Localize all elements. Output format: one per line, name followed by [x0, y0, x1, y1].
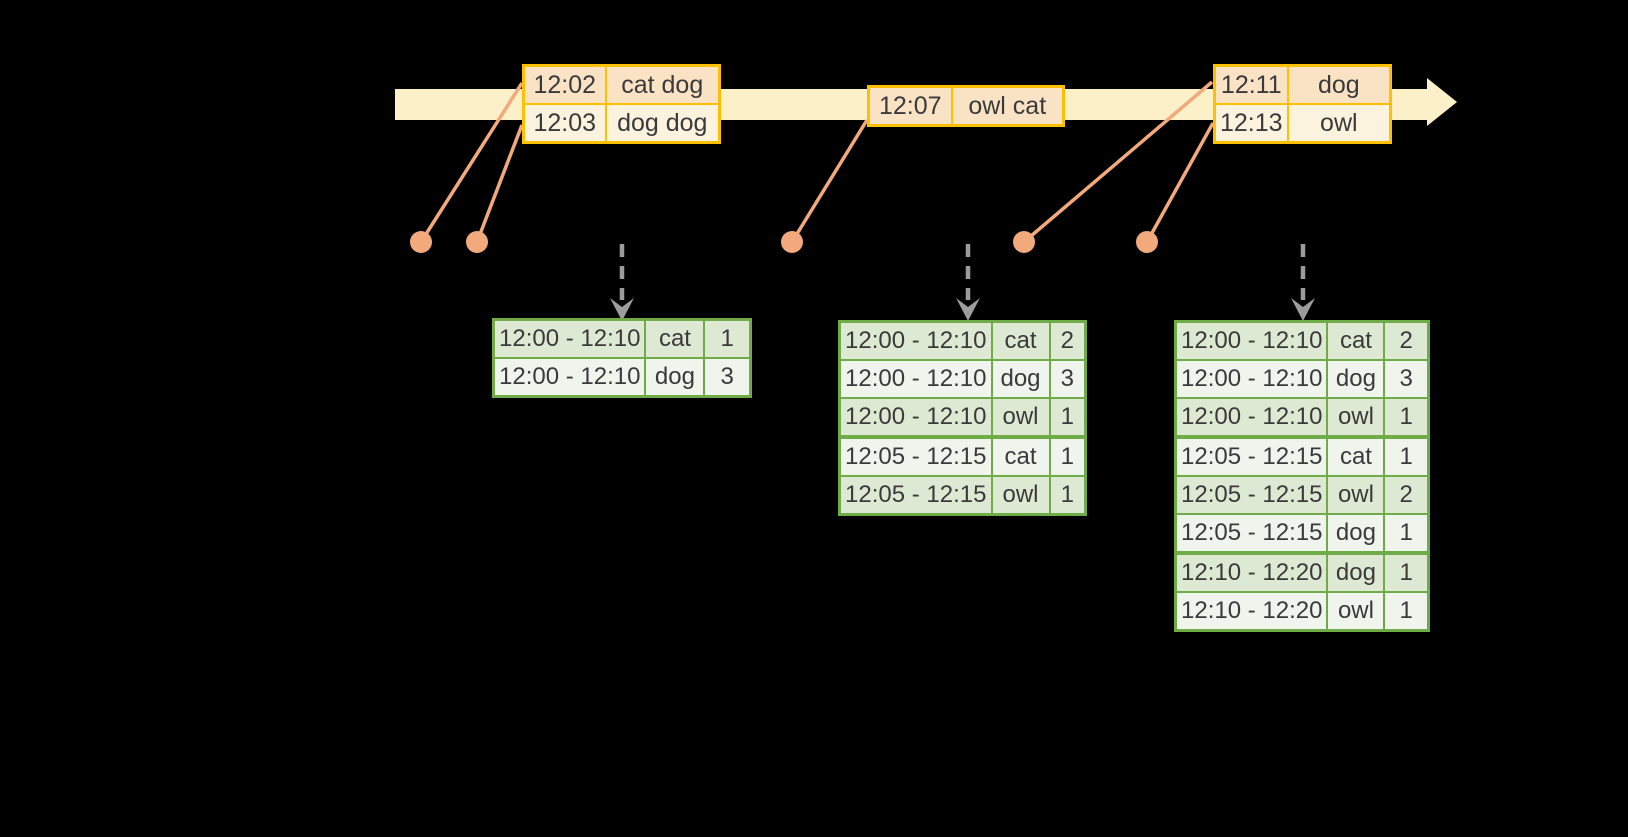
result-window-cell: 12:00 - 12:10 — [838, 359, 993, 399]
result-count-cell: 3 — [1383, 359, 1430, 399]
event-leader-line — [1145, 122, 1215, 243]
event-leader-line — [1022, 80, 1214, 244]
result-window-cell: 12:05 - 12:15 — [1174, 435, 1329, 477]
result-word-cell: owl — [1326, 475, 1386, 515]
result-word-cell: dog — [1326, 513, 1386, 554]
result-word-cell: dog — [990, 359, 1051, 399]
result-word-cell: dog — [1326, 551, 1386, 593]
result-window-cell: 12:00 - 12:10 — [838, 320, 993, 361]
event-words-cell: owl cat — [950, 85, 1065, 127]
result-window-cell: 12:10 - 12:20 — [1174, 591, 1329, 632]
result-count-cell: 1 — [1383, 591, 1430, 632]
result-window-cell: 12:05 - 12:15 — [1174, 475, 1329, 515]
result-count-cell: 3 — [1048, 359, 1087, 399]
event-dot-icon — [410, 231, 432, 253]
event-words-cell: owl — [1286, 103, 1392, 144]
result-word-cell: cat — [644, 318, 706, 359]
event-words-cell: dog dog — [604, 103, 721, 144]
event-time-cell: 12:13 — [1213, 103, 1289, 144]
result-word-cell: dog — [1326, 359, 1386, 399]
timeline-arrowhead-icon — [1427, 78, 1457, 126]
result-count-cell: 2 — [1383, 320, 1430, 361]
result-window-cell: 12:00 - 12:10 — [492, 318, 647, 359]
result-window-cell: 12:00 - 12:10 — [1174, 320, 1329, 361]
result-word-cell: owl — [1326, 397, 1386, 438]
result-word-cell: owl — [990, 475, 1051, 516]
trigger-arrowhead-icon — [956, 298, 980, 321]
result-window-cell: 12:00 - 12:10 — [1174, 359, 1329, 399]
result-window-cell: 12:10 - 12:20 — [1174, 551, 1329, 593]
event-leader-line — [475, 124, 524, 243]
result-count-cell: 1 — [1383, 551, 1430, 593]
result-word-cell: cat — [990, 435, 1051, 477]
event-leader-line — [790, 119, 869, 243]
result-word-cell: dog — [644, 357, 706, 398]
result-window-cell: 12:05 - 12:15 — [1174, 513, 1329, 554]
result-word-cell: owl — [990, 397, 1051, 438]
result-count-cell: 1 — [1048, 397, 1087, 438]
result-window-cell: 12:00 - 12:10 — [838, 397, 993, 438]
result-count-cell: 1 — [1048, 475, 1087, 516]
result-count-cell: 1 — [1383, 513, 1430, 554]
event-dot-icon — [1136, 231, 1158, 253]
result-count-cell: 1 — [1383, 397, 1430, 438]
result-count-cell: 2 — [1383, 475, 1430, 515]
result-count-cell: 1 — [1048, 435, 1087, 477]
event-time-cell: 12:02 — [522, 64, 607, 105]
result-count-cell: 1 — [703, 318, 752, 359]
trigger-arrowhead-icon — [1291, 298, 1315, 321]
event-time-cell: 12:11 — [1213, 64, 1289, 105]
result-window-cell: 12:05 - 12:15 — [838, 435, 993, 477]
trigger-arrowhead-icon — [610, 298, 634, 321]
event-words-cell: dog — [1286, 64, 1392, 105]
result-word-cell: cat — [1326, 320, 1386, 361]
event-time-cell: 12:03 — [522, 103, 607, 144]
result-word-cell: cat — [990, 320, 1051, 361]
result-count-cell: 3 — [703, 357, 752, 398]
result-window-cell: 12:00 - 12:10 — [492, 357, 647, 398]
result-window-cell: 12:05 - 12:15 — [838, 475, 993, 516]
event-dot-icon — [781, 231, 803, 253]
result-count-cell: 2 — [1048, 320, 1087, 361]
event-dot-icon — [466, 231, 488, 253]
event-leader-line — [419, 82, 524, 243]
event-dot-icon — [1013, 231, 1035, 253]
result-word-cell: owl — [1326, 591, 1386, 632]
result-window-cell: 12:00 - 12:10 — [1174, 397, 1329, 438]
event-time-cell: 12:07 — [867, 85, 953, 127]
result-count-cell: 1 — [1383, 435, 1430, 477]
event-words-cell: cat dog — [604, 64, 721, 105]
result-word-cell: cat — [1326, 435, 1386, 477]
